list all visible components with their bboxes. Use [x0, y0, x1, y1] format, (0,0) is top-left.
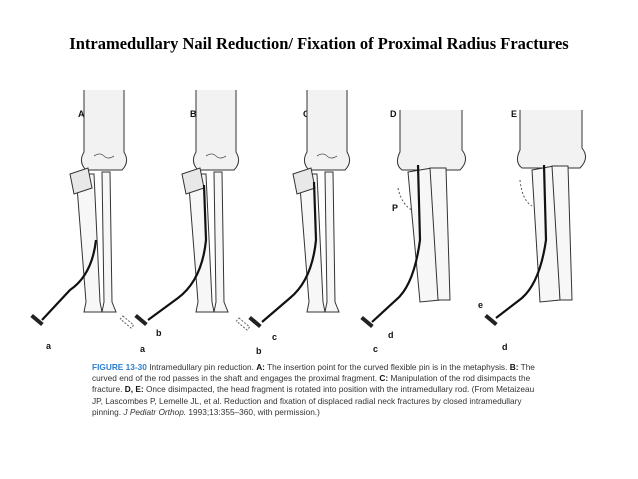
panel-letter-d: D: [390, 109, 397, 119]
caption-citation: 1993;13:355–360, with permission.): [188, 406, 320, 417]
pin-label-c: c: [272, 332, 277, 342]
panel-e: E e d: [478, 109, 586, 352]
figure-label: FIGURE 13-30: [92, 362, 147, 372]
panel-letter-b: B: [190, 109, 197, 119]
pin-label-a: a: [46, 341, 52, 351]
caption-intro: Intramedullary pin reduction.: [149, 362, 254, 372]
panel-letter-a: A: [78, 109, 85, 119]
pin-label-d: d: [388, 330, 394, 340]
caption-de-label: D, E:: [124, 384, 144, 395]
fragment-label-p: P: [392, 203, 398, 213]
caption-a-text: The insertion point for the curved flexi…: [267, 362, 508, 372]
arrow-label-b: b: [256, 346, 262, 356]
slide-title: Intramedullary Nail Reduction/ Fixation …: [69, 34, 569, 53]
arrow-label-c: c: [373, 344, 378, 354]
caption-c-text: Manipulation of the rod disimpacts the f…: [92, 373, 531, 395]
arrow-label-a: a: [140, 344, 146, 354]
caption-b-text: The curved end of the rod passes in the …: [92, 362, 535, 384]
figure-caption: FIGURE 13-30 Intramedullary pin reductio…: [92, 362, 538, 418]
caption-de-text: Once disimpacted, the head fragment is r…: [92, 384, 535, 417]
pin-label-b: b: [156, 328, 162, 338]
panel-letter-e: E: [511, 109, 517, 119]
caption-a-label: A:: [256, 362, 265, 372]
caption-c-label: C:: [379, 373, 389, 384]
caption-b-label: B:: [509, 362, 519, 372]
panel-c: C c b: [235, 89, 351, 356]
caption-journal: J Pediatr Orthop.: [123, 406, 187, 417]
arrow-label-e: e: [478, 300, 483, 310]
panel-d: D P d c: [360, 109, 466, 354]
panel-b: B b a: [119, 89, 240, 354]
pin-label-d-e: d: [502, 342, 508, 352]
panel-a: A a: [30, 89, 128, 351]
